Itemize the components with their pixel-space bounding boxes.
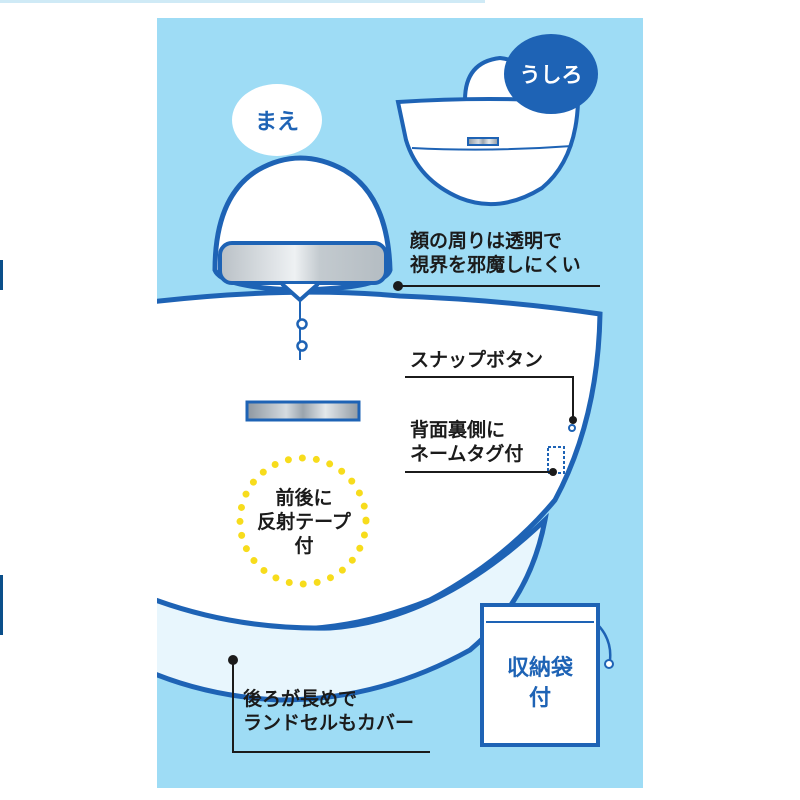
- reflect-badge-dots: [236, 454, 370, 588]
- reflective-tape-back: [467, 137, 499, 146]
- tag-caption-line1: 背面裏側に: [410, 419, 506, 441]
- face-caption-line1: 顔の周りは透明で: [410, 230, 563, 252]
- bag-caption-line2: 付: [528, 686, 551, 711]
- bag-caption: 収納袋 付: [482, 654, 598, 714]
- back-caption: 後ろが長めで ランドセルもカバー: [243, 687, 414, 735]
- reflect-caption-line1: 前後に: [275, 487, 333, 509]
- left-edge-mark: [0, 260, 3, 290]
- back-caption-line1: 後ろが長めで: [243, 688, 358, 710]
- back-badge-label: うしろ: [519, 63, 583, 87]
- storage-bag: [480, 603, 600, 747]
- front-badge-label: まえ: [254, 110, 299, 135]
- reflect-caption-line2: 反射テープ: [257, 511, 351, 533]
- top-border-line: [0, 0, 485, 3]
- snap-button: [296, 340, 308, 352]
- face-caption: 顔の周りは透明で 視界を邪魔しにくい: [410, 229, 581, 277]
- callout-line-back: [232, 660, 430, 753]
- reflective-tape-front: [245, 400, 361, 422]
- snap-caption: スナップボタン: [410, 348, 543, 372]
- poncho-back-hem: [157, 512, 549, 703]
- snap-button: [296, 318, 308, 330]
- tag-caption: 背面裏側に ネームタグ付: [410, 418, 523, 466]
- bag-caption-line1: 収納袋: [506, 656, 573, 681]
- back-view-poncho: [395, 97, 581, 207]
- back-caption-line2: ランドセルもカバー: [243, 712, 415, 734]
- callout-line-snap: [405, 376, 574, 420]
- reflect-caption-line3: 付: [294, 535, 314, 557]
- back-badge: うしろ: [504, 34, 598, 114]
- left-edge-mark: [0, 575, 3, 635]
- hood-visor: [218, 241, 388, 285]
- face-caption-line2: 視界を邪魔しにくい: [410, 254, 581, 276]
- tag-caption-line2: ネームタグ付: [410, 443, 524, 465]
- poncho-body: [157, 289, 603, 632]
- front-badge: まえ: [232, 84, 322, 156]
- reflect-caption: 前後に 反射テープ 付: [246, 486, 362, 558]
- snap-caption-line: スナップボタン: [410, 349, 544, 371]
